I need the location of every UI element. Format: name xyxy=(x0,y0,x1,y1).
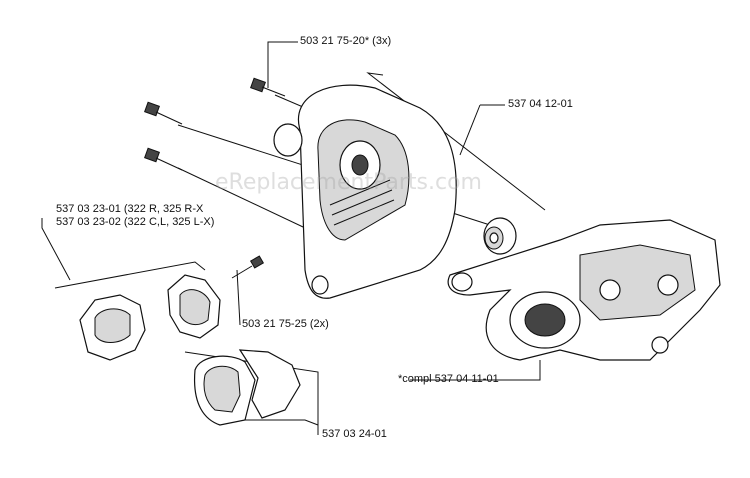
callout-bracket-b: 537 03 23-02 (322 C,L, 325 L-X) xyxy=(56,216,215,228)
screw-lower xyxy=(144,147,183,171)
housing-cover xyxy=(273,84,457,299)
screw-small xyxy=(231,255,265,279)
callout-screw-top: 503 21 75-20* (3x) xyxy=(300,35,392,47)
bearing xyxy=(483,217,517,255)
callout-sleeve: 537 03 24-01 xyxy=(322,428,387,440)
callout-bracket-a: 537 03 23-01 (322 R, 325 R-X xyxy=(56,203,204,215)
callout-crankcase: *compl 537 04 11-01 xyxy=(398,373,499,385)
callout-housing-right: 537 04 12-01 xyxy=(508,98,573,110)
bracket-upper-half xyxy=(167,274,221,339)
watermark: eReplacementParts.com xyxy=(215,170,482,195)
crankcase-assembly xyxy=(447,219,721,361)
sleeve-part xyxy=(193,349,301,426)
bracket-lower-half xyxy=(79,294,146,361)
screw-top xyxy=(250,77,286,97)
callout-screw-small: 503 21 75-25 (2x) xyxy=(242,318,329,330)
screw-middle xyxy=(144,101,183,125)
